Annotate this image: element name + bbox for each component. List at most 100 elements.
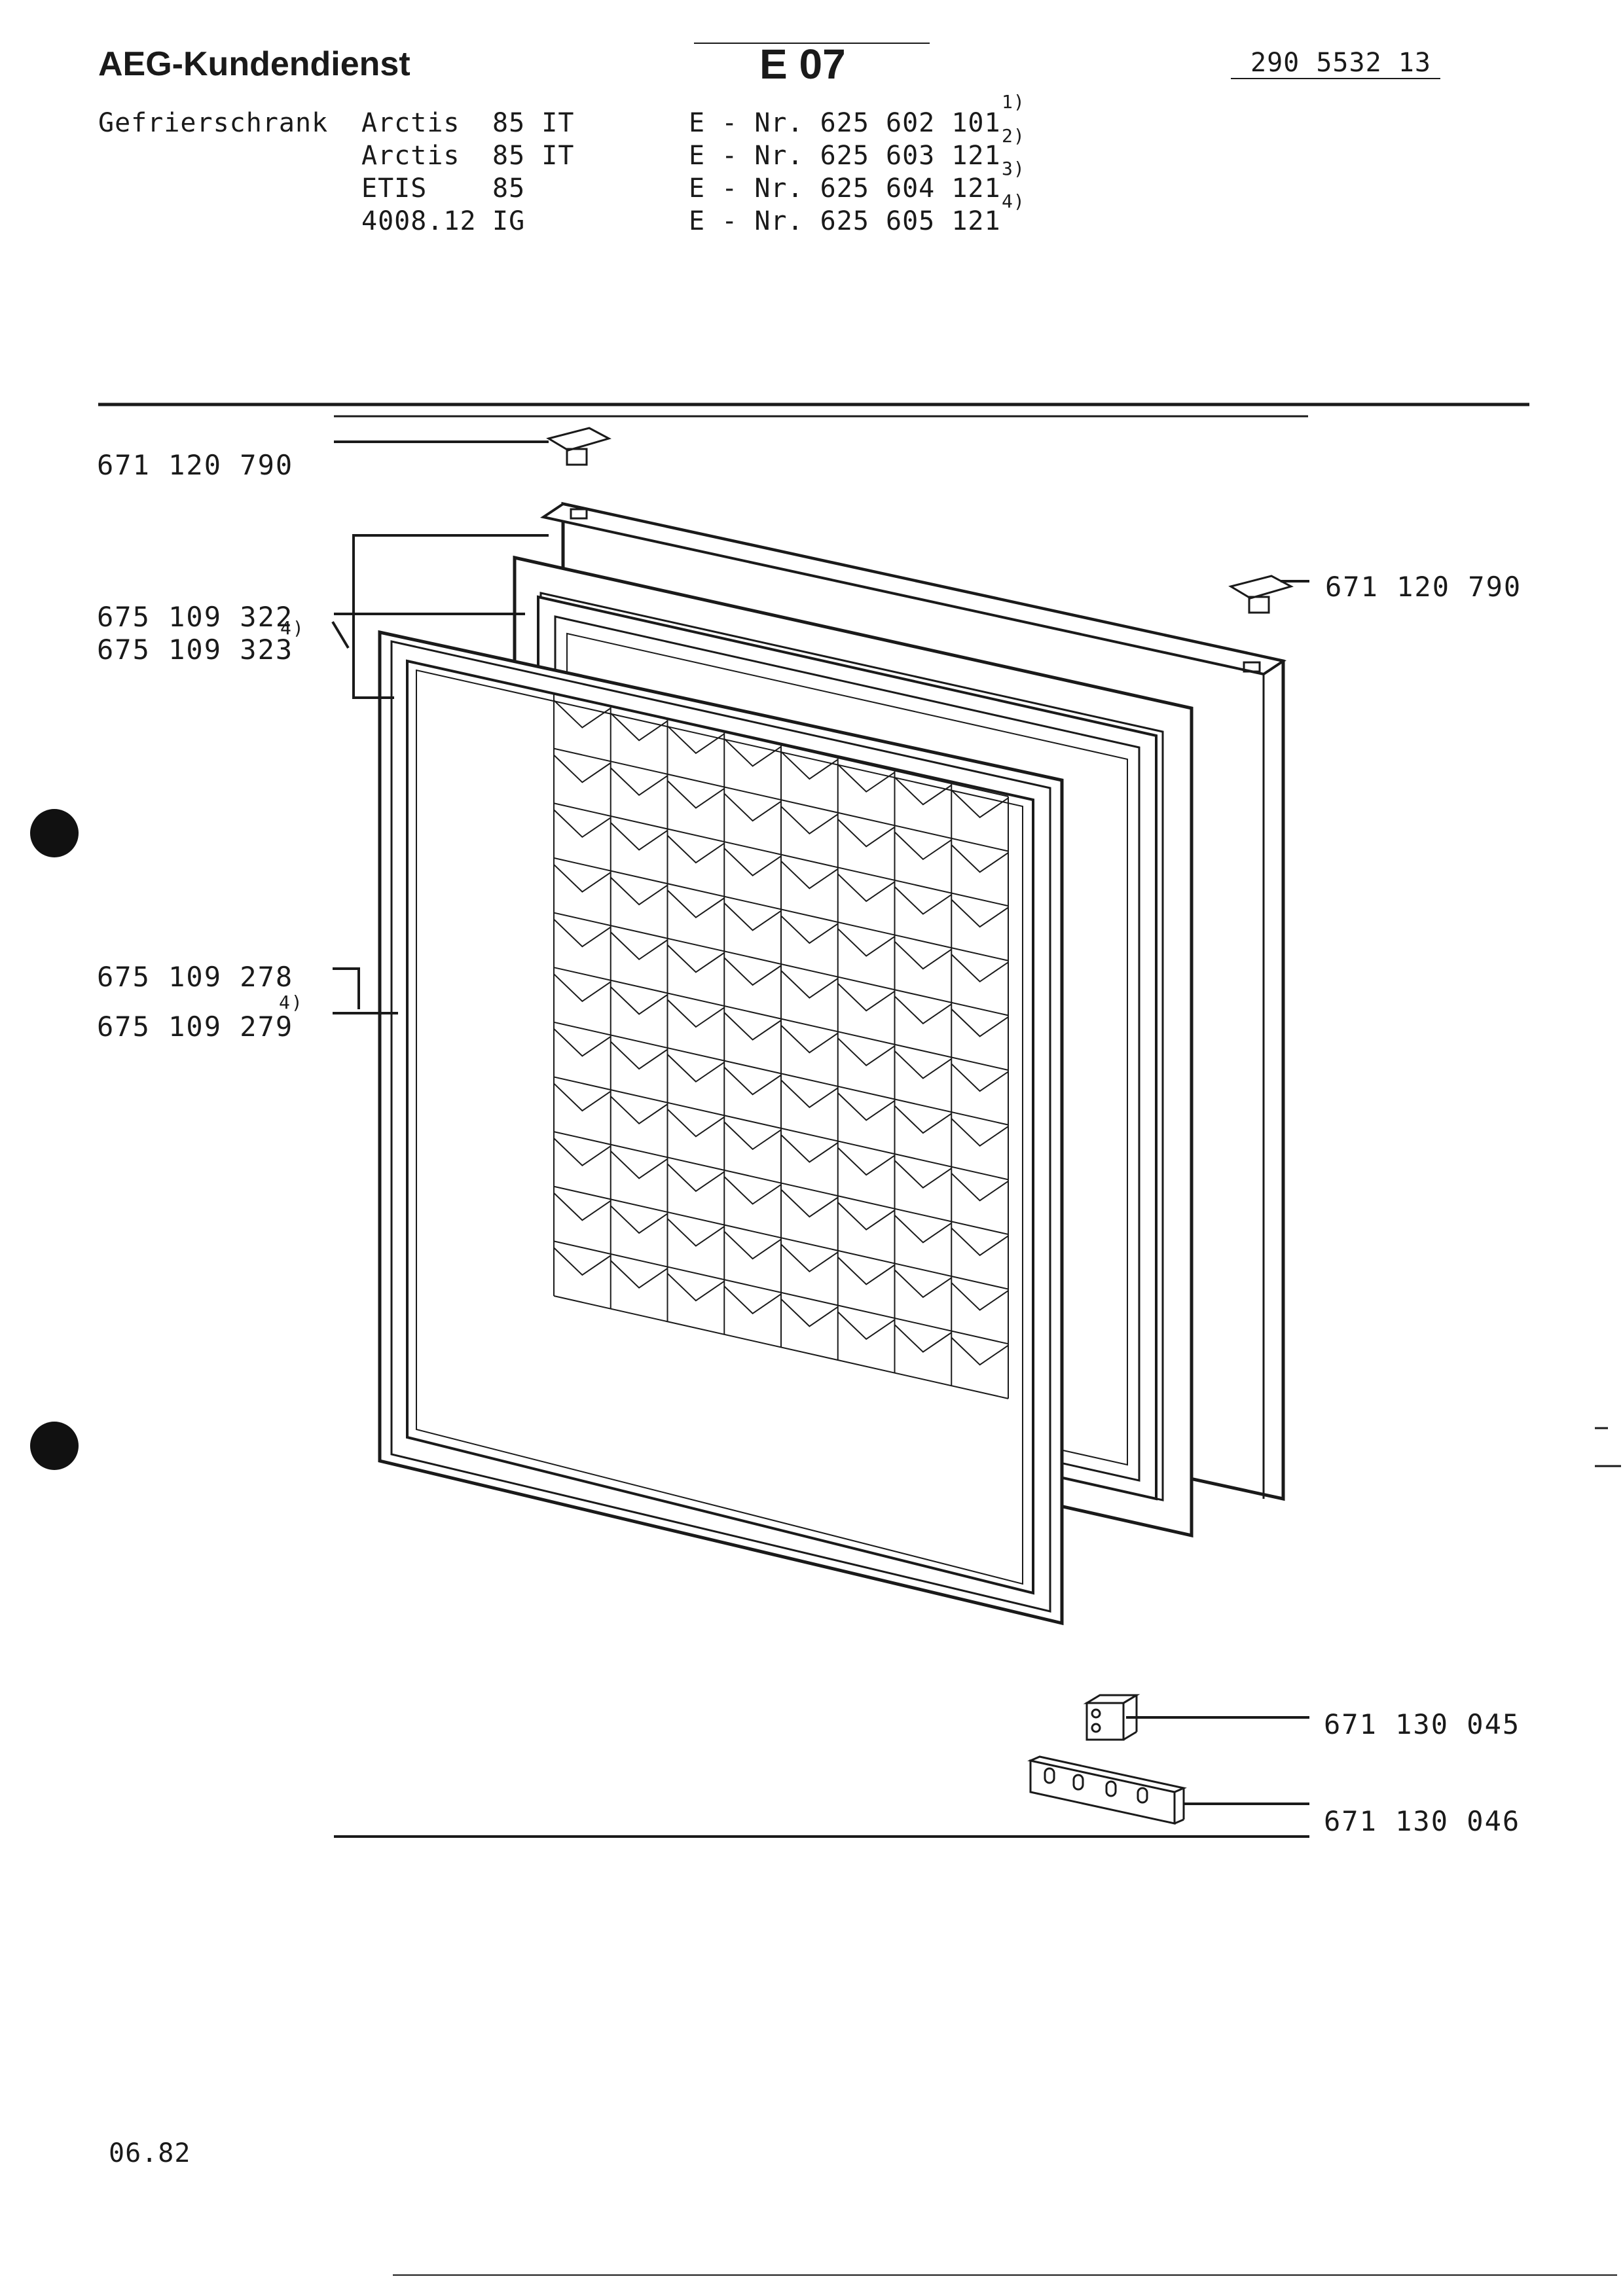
model-enr: E - Nr. 625 605 121: [689, 206, 1001, 236]
liner-rib: [723, 793, 782, 822]
liner-rib: [837, 1311, 896, 1340]
footer-date: 06.82: [109, 2138, 191, 2168]
part-label-cover-top: 671 120 790: [97, 449, 294, 481]
liner-rib: [837, 764, 896, 793]
liner-rib: [553, 1240, 1009, 1345]
liner-rib: [894, 1050, 952, 1079]
liner-rib: [666, 889, 725, 919]
liner-rib: [553, 1131, 1009, 1235]
liner-rib: [780, 1189, 839, 1218]
liner-rib: [553, 754, 611, 783]
liner-rib: [780, 806, 839, 834]
hinge-plate-part: [1027, 1755, 1309, 1825]
liner-rib: [553, 809, 611, 838]
model-name: ETIS: [361, 173, 428, 204]
liner-rib: [666, 1272, 725, 1302]
model-variant: 85 IT: [492, 108, 575, 138]
liner-rib: [894, 776, 952, 806]
liner-rib: [610, 1041, 668, 1070]
model-note: 2): [1002, 125, 1025, 147]
part-note-gasket-b: 4): [279, 992, 304, 1013]
liner-rib: [780, 1299, 839, 1327]
liner-rib: [723, 738, 782, 767]
liner-rib: [666, 1108, 725, 1138]
punch-hole: [30, 1422, 79, 1470]
cover-top-part: [334, 427, 611, 466]
liner-rib: [723, 1121, 782, 1151]
punch-hole: [30, 809, 79, 857]
liner-rib: [553, 1193, 611, 1221]
liner-rib: [951, 844, 1009, 873]
liner-rib: [666, 780, 725, 809]
part-label-gasket-a: 675 109 278: [97, 961, 294, 993]
part-label-door-panel-b: 675 109 323: [97, 634, 294, 666]
hinge-block-part: [1083, 1694, 1309, 1741]
liner-rib: [553, 1138, 611, 1166]
liner-rib: [951, 1172, 1009, 1202]
section-code: E 07: [759, 41, 846, 88]
liner-rib: [894, 886, 952, 915]
liner-rib: [951, 1227, 1009, 1257]
liner-rib: [553, 1247, 611, 1276]
liner-pattern: [553, 693, 1009, 1399]
liner-rib: [553, 973, 611, 1003]
model-name: Arctis: [361, 108, 460, 138]
liner-rib: [951, 1282, 1009, 1311]
liner-rib: [837, 818, 896, 848]
liner-rib: [553, 700, 611, 728]
liner-rib: [666, 834, 725, 864]
liner-rib: [894, 1215, 952, 1244]
liner-rib: [780, 751, 839, 780]
liner-rib: [553, 918, 611, 948]
part-label-hinge-block: 671 130 045: [1324, 1708, 1521, 1740]
model-variant: 85: [492, 173, 526, 204]
liner-rib: [553, 693, 1009, 797]
liner-rib: [610, 1260, 668, 1289]
liner-rib: [610, 822, 668, 851]
model-enr: E - Nr. 625 603 121: [689, 141, 1001, 171]
liner-rib: [666, 944, 725, 973]
liner-rib: [553, 747, 1009, 852]
liner-rib: [894, 996, 952, 1025]
liner-rib: [553, 967, 1009, 1071]
liner-rib: [837, 1202, 896, 1231]
liner-rib: [837, 982, 896, 1012]
liner-rib: [723, 903, 782, 931]
liner-rib: [894, 1160, 952, 1189]
liner-rib: [610, 876, 668, 906]
liner-rib: [780, 1024, 839, 1054]
liner-rib: [837, 1037, 896, 1067]
liner-rib: [837, 1092, 896, 1121]
liner-rib: [723, 1066, 782, 1096]
liner-rib: [951, 1009, 1009, 1037]
liner-rib: [610, 1205, 668, 1234]
liner-rib: [553, 1083, 611, 1112]
liner-rib: [553, 1185, 1009, 1290]
liner-rib: [723, 1176, 782, 1205]
liner-rib: [553, 1295, 1009, 1399]
model-enr: E - Nr. 625 602 101: [689, 108, 1001, 138]
liner-rib: [837, 873, 896, 903]
appliance-type: Gefrierschrank: [98, 108, 329, 138]
part-label-door-panel-a: 675 109 322: [97, 601, 294, 633]
leader-lines: [331, 534, 549, 1014]
liner-rib: [951, 789, 1009, 819]
liner-rib: [666, 1163, 725, 1193]
liner-rib: [837, 1257, 896, 1285]
cover-socket: [570, 508, 588, 520]
liner-rib: [553, 857, 1009, 961]
liner-rib: [780, 1134, 839, 1163]
model-enr: E - Nr. 625 604 121: [689, 173, 1001, 204]
liner-rib: [780, 970, 839, 999]
liner-rib: [723, 848, 782, 876]
liner-rib: [610, 1150, 668, 1179]
part-label-cover-right: 671 120 790: [1325, 571, 1522, 603]
liner-rib: [951, 1336, 1009, 1366]
liner-rib: [894, 1269, 952, 1299]
liner-rib: [553, 1076, 1009, 1181]
liner-rib: [553, 1028, 611, 1057]
liner-rib: [666, 1054, 725, 1083]
doc-number: 290 5532 13: [1250, 48, 1431, 78]
part-label-hinge-plate: 671 130 046: [1324, 1805, 1521, 1837]
